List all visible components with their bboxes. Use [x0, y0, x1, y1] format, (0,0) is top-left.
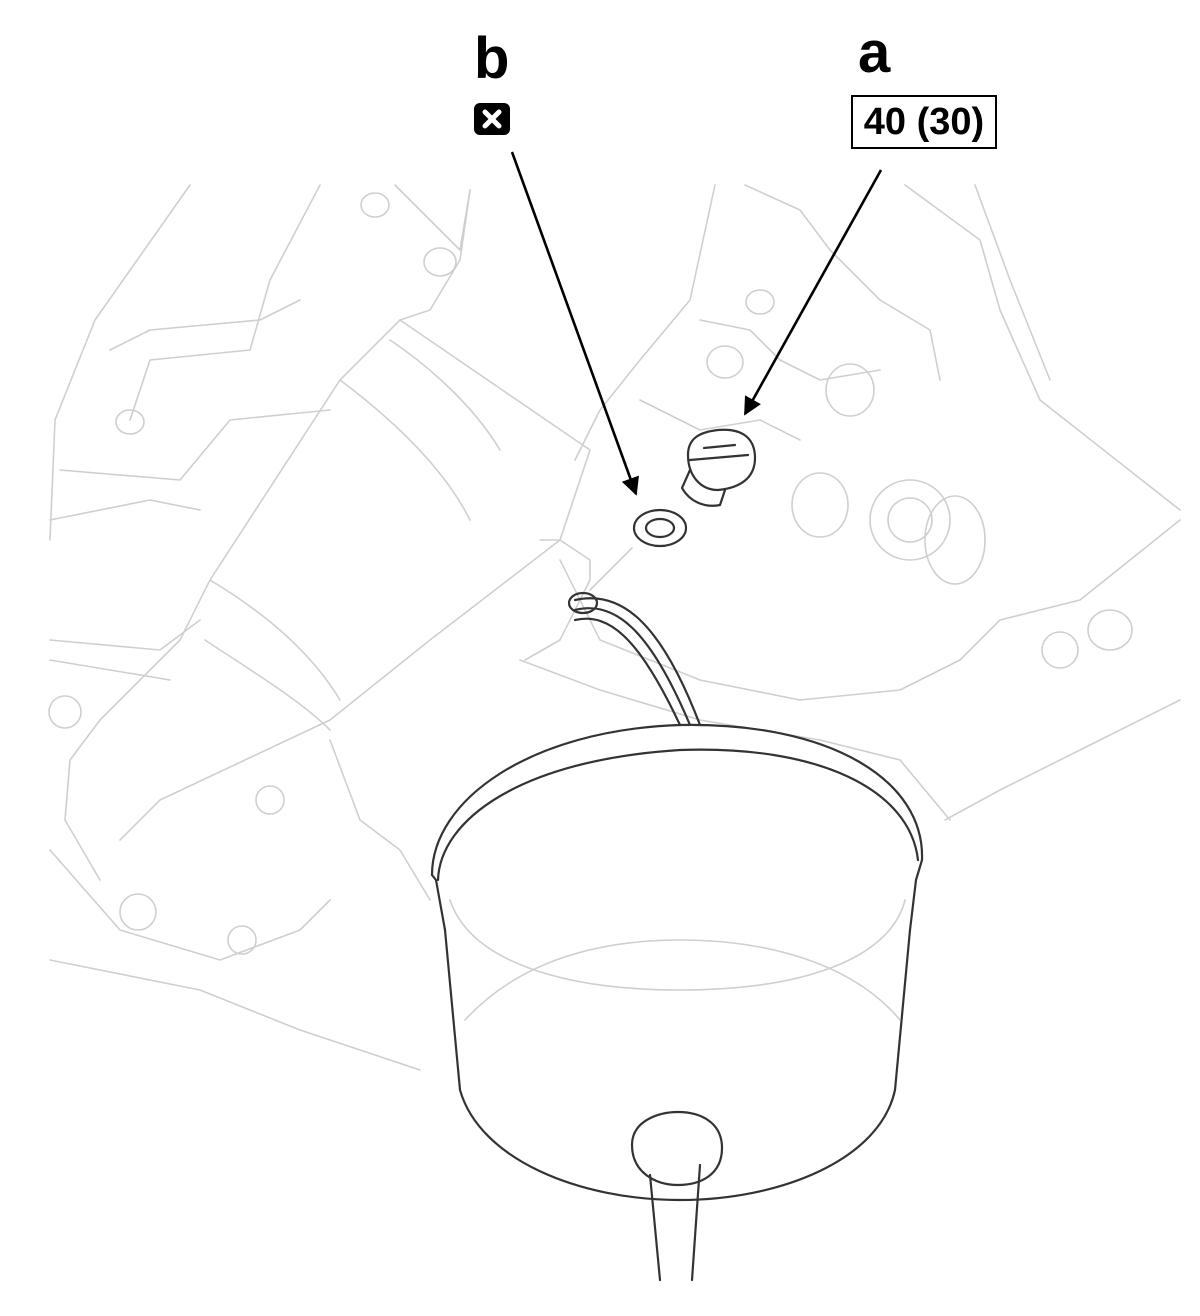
engine-casting [48, 184, 1181, 1071]
drive-shaft [64, 319, 591, 881]
leader-line-b [510, 151, 639, 496]
callout-a-label: a [858, 20, 891, 85]
drain-pan [430, 723, 924, 1282]
sealing-washer [589, 508, 688, 591]
callout-b-label: b [474, 26, 510, 91]
wire-harness [567, 591, 702, 727]
torque-spec-box: 40 (30) [851, 95, 997, 149]
replace-icon [474, 103, 510, 135]
drain-bolt [680, 428, 757, 507]
leader-line-a [743, 169, 883, 416]
